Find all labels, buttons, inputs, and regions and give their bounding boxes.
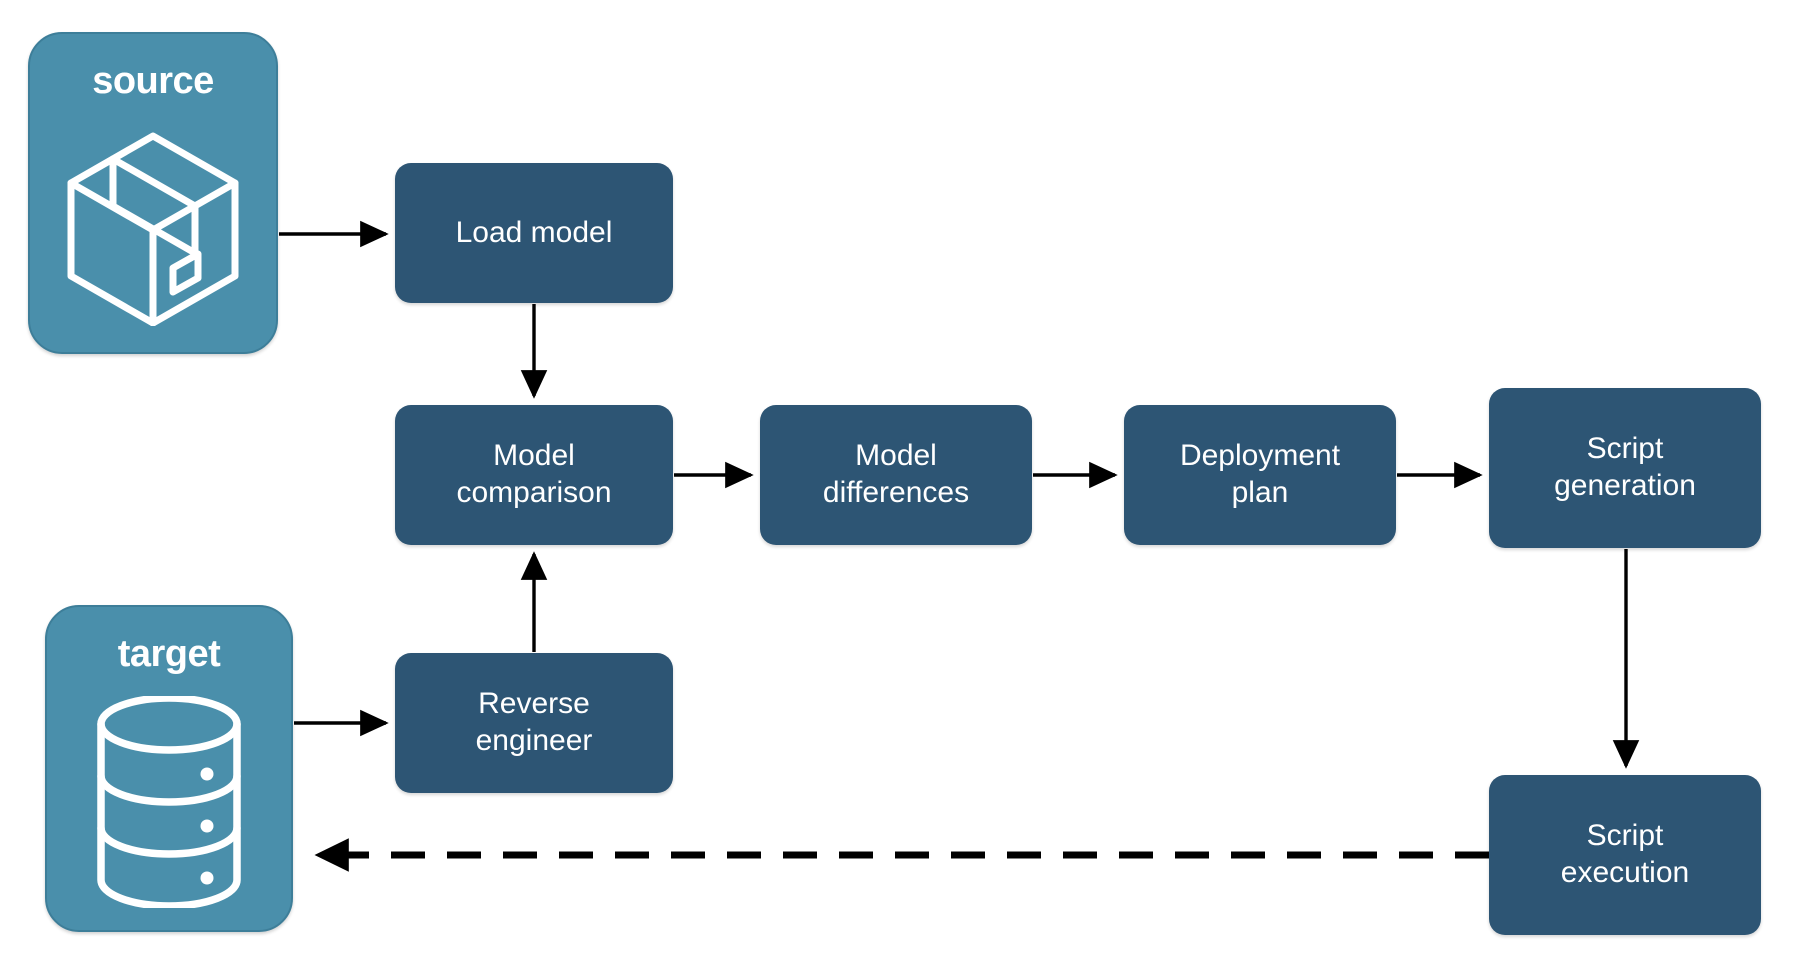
endpoint-target[interactable]: target	[45, 605, 293, 932]
node-load-model[interactable]: Load model	[395, 163, 673, 303]
package-box-icon	[30, 100, 276, 352]
endpoint-target-label: target	[117, 633, 221, 675]
node-load-model-label: Load model	[455, 215, 613, 249]
database-cylinder-icon	[47, 673, 291, 930]
endpoint-source-label: source	[92, 60, 214, 102]
endpoint-source[interactable]: source	[28, 32, 278, 354]
